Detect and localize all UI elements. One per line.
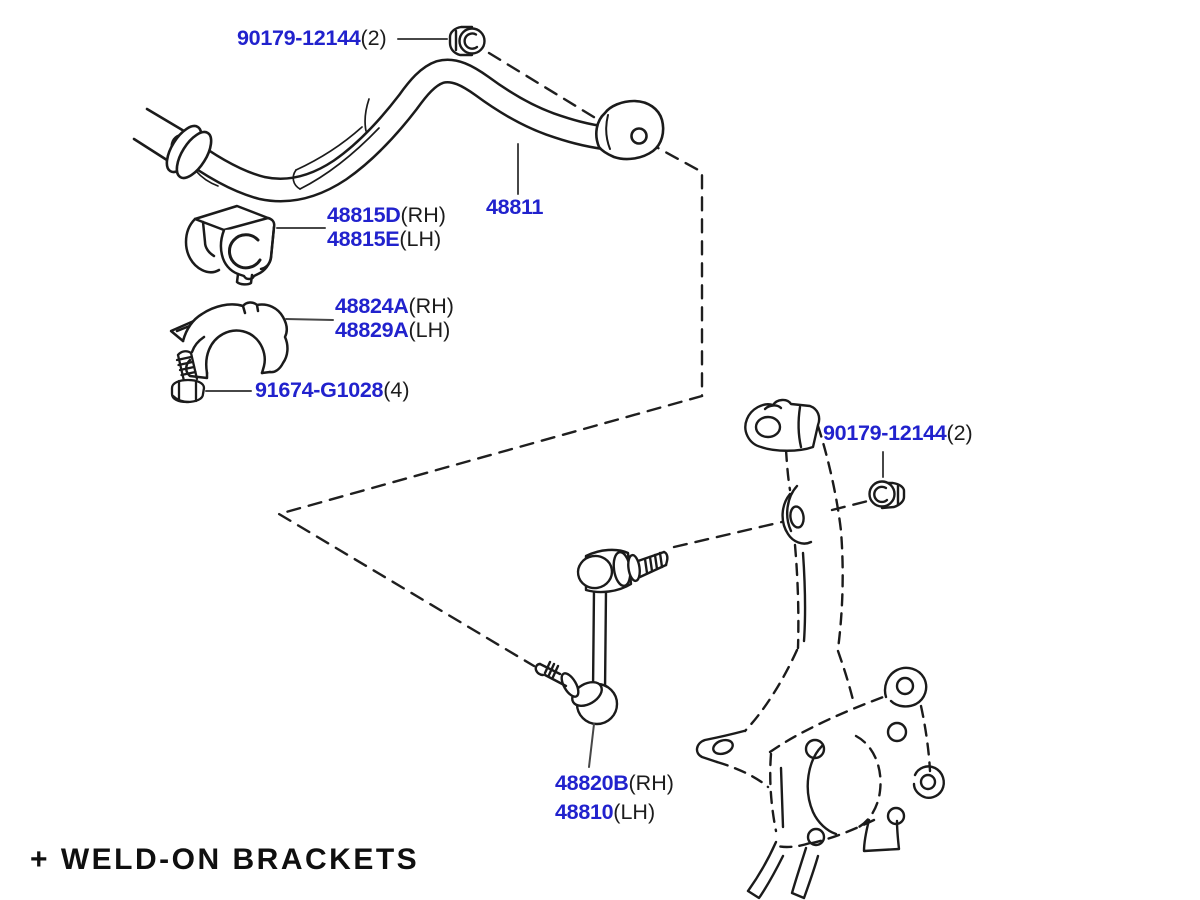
bracket-bolt <box>170 350 206 404</box>
side-bushing-rh: (RH) <box>400 203 446 227</box>
part-number-bushing-rh[interactable]: 48815D <box>327 203 401 227</box>
qty-nut-knuckle: (2) <box>946 421 973 445</box>
nut-top <box>448 25 486 57</box>
side-link-rh: (RH) <box>628 771 674 795</box>
side-bushing-lh: (LH) <box>399 227 442 251</box>
label-leader-lines <box>205 38 884 768</box>
label-link: 48820B(RH) 48810(LH) <box>555 769 674 827</box>
label-stabilizer-bar: 48811 <box>486 195 543 219</box>
stabilizer-bar <box>132 58 665 203</box>
stabilizer-bracket <box>169 301 289 380</box>
part-number-bracket-rh[interactable]: 48824A <box>335 294 409 318</box>
label-bushing: 48815D(RH) 48815E(LH) <box>327 203 446 251</box>
qty-bolt: (4) <box>383 378 410 402</box>
part-number-link-rh[interactable]: 48820B <box>555 771 629 795</box>
label-bracket: 48824A(RH) 48829A(LH) <box>335 294 454 342</box>
qty-nut-top: (2) <box>360 26 387 50</box>
stabilizer-bar-eye-end <box>595 99 665 161</box>
part-number-link-lh[interactable]: 48810 <box>555 800 614 824</box>
stabilizer-bushing <box>184 204 276 286</box>
side-bracket-lh: (LH) <box>408 318 451 342</box>
leader-link <box>588 723 595 768</box>
part-number-nut-knuckle[interactable]: 90179-12144 <box>823 421 947 445</box>
label-nut-top: 90179-12144(2) <box>237 26 387 50</box>
part-number-bracket-lh[interactable]: 48829A <box>335 318 409 342</box>
stabilizer-link <box>534 548 669 726</box>
steering-knuckle <box>695 398 945 900</box>
leader-bracket <box>285 318 334 321</box>
part-number-bar[interactable]: 48811 <box>486 195 544 219</box>
part-number-nut-top[interactable]: 90179-12144 <box>237 26 361 50</box>
side-link-lh: (LH) <box>613 800 656 824</box>
part-number-bushing-lh[interactable]: 48815E <box>327 227 400 251</box>
side-bracket-rh: (RH) <box>408 294 454 318</box>
part-number-bolt[interactable]: 91674-G1028 <box>255 378 384 402</box>
nut-knuckle <box>868 480 906 510</box>
weld-on-brackets-note: + WELD-ON BRACKETS <box>30 843 420 876</box>
label-nut-knuckle: 90179-12144(2) <box>823 421 973 445</box>
label-bolt: 91674-G1028(4) <box>255 378 409 402</box>
